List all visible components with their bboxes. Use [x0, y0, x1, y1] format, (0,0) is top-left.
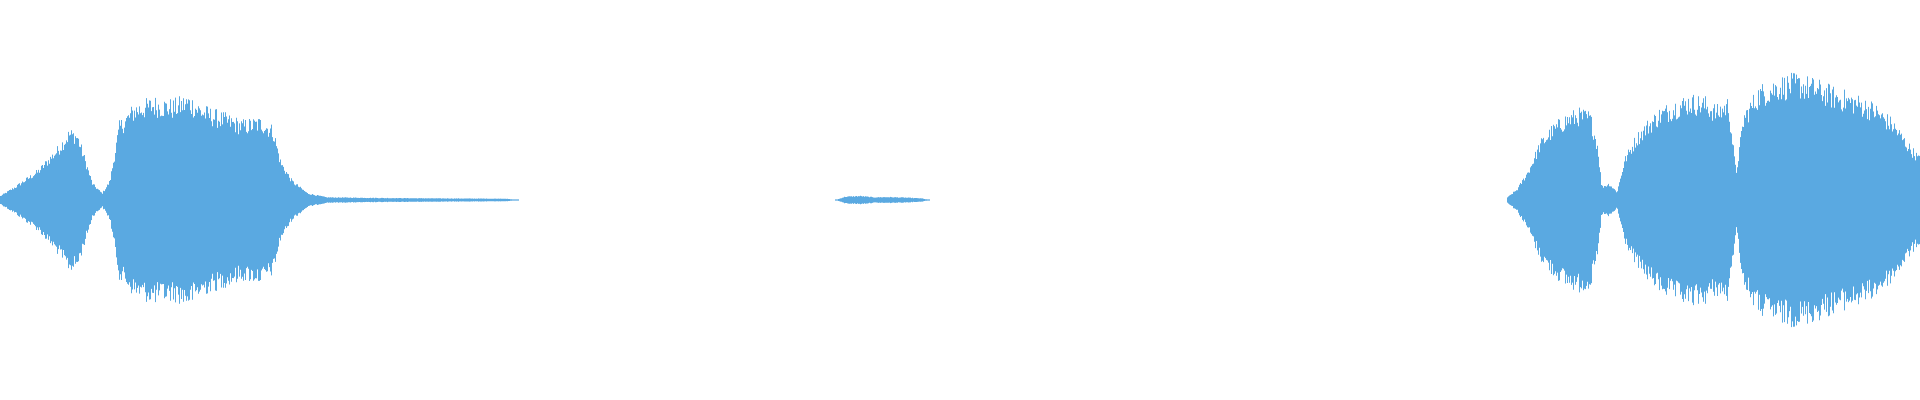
waveform-trace: [0, 96, 519, 304]
waveform-clip-3: [1507, 72, 1920, 328]
waveform-clip-2: [835, 195, 930, 205]
waveform-trace: [1507, 72, 1920, 328]
waveform-clip-1: [0, 96, 519, 304]
waveform-clips: [0, 72, 1920, 328]
waveform-trace: [835, 195, 930, 205]
